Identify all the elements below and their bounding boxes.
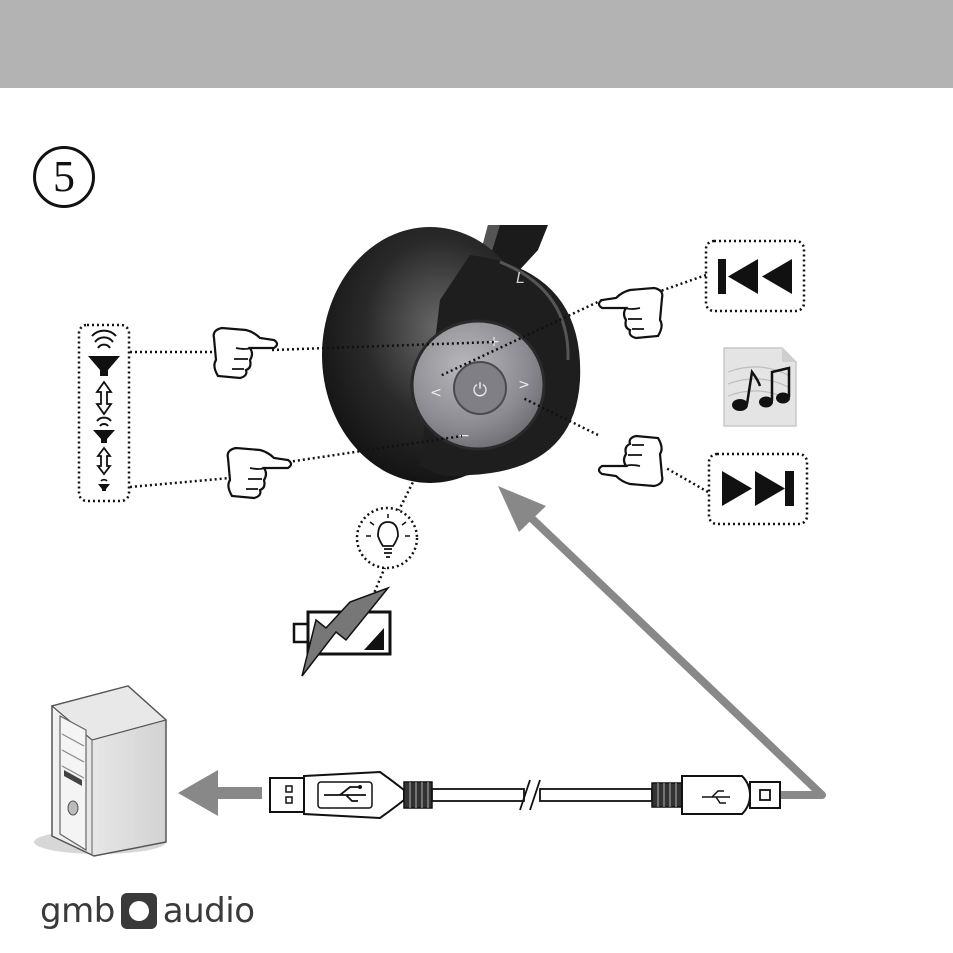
- pointing-hand-icon: [599, 288, 662, 338]
- battery-charging-icon: [294, 588, 390, 676]
- music-notes-icon: [724, 348, 796, 426]
- headphone: L ⏻ + − < >: [322, 225, 580, 483]
- pointing-hand-icon: [214, 328, 277, 378]
- pointing-hand-icon: [228, 448, 291, 498]
- data-direction-arrow: [178, 770, 262, 816]
- power-button-icon[interactable]: ⏻: [473, 380, 487, 401]
- volume-down-button[interactable]: −: [458, 428, 470, 444]
- brand-mark-icon: [121, 893, 157, 929]
- pointing-hand-icon: [599, 436, 662, 486]
- light-bulb-icon: [357, 508, 417, 568]
- charging-direction-arrow: [498, 486, 822, 795]
- skip-forward-icon: [709, 454, 807, 524]
- next-button[interactable]: >: [518, 377, 530, 393]
- brand-name-right: audio: [163, 891, 255, 931]
- volume-up-button[interactable]: +: [488, 334, 500, 350]
- brand-logo: gmb audio: [40, 888, 255, 934]
- usb-cable: [270, 772, 780, 818]
- cup-letter: L: [516, 270, 525, 287]
- volume-scale: [79, 325, 129, 501]
- brand-name-left: gmb: [40, 891, 115, 931]
- desktop-tower-icon: [34, 686, 166, 856]
- previous-button[interactable]: <: [430, 385, 442, 401]
- skip-back-icon: [706, 241, 804, 311]
